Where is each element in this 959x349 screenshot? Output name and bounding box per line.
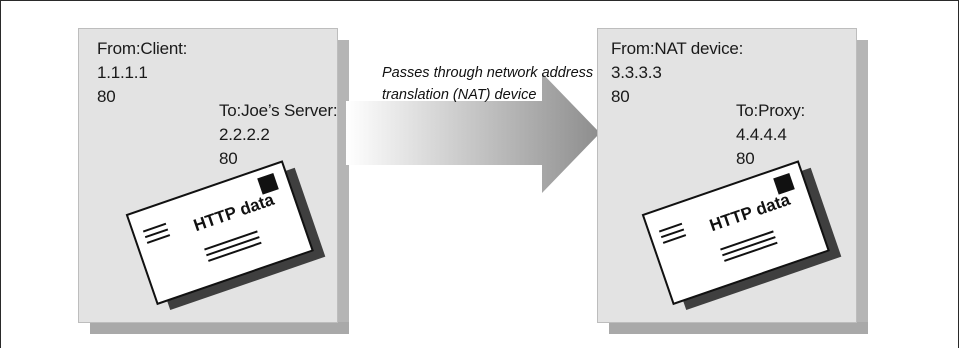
arrow-icon: [346, 73, 600, 193]
right-to-port: 80: [736, 149, 755, 168]
arrow-caption-line1: Passes through network address: [382, 65, 594, 81]
left-from-ip: 1.1.1.1: [97, 63, 148, 82]
right-to-ip: 4.4.4.4: [736, 125, 787, 144]
right-envelope-stamp: [773, 173, 795, 195]
left-envelope-address-lines: [204, 230, 262, 262]
right-from-ip: 3.3.3.3: [611, 63, 662, 82]
right-from-port: 80: [611, 87, 630, 106]
left-to-port: 80: [219, 149, 238, 168]
left-envelope-body: [125, 160, 314, 306]
right-packet-panel: From:NAT device: 3.3.3.3 80 To:Proxy: 4.…: [597, 28, 857, 323]
right-envelope-return-lines: [658, 222, 687, 244]
left-envelope-return-lines: [142, 222, 171, 244]
left-envelope-icon: HTTP data: [125, 160, 326, 311]
left-from-label: From:Client:: [97, 39, 188, 58]
right-packet-shadow-right: [856, 40, 868, 334]
left-to-ip: 2.2.2.2: [219, 125, 270, 144]
left-packet-shadow-bottom: [90, 322, 349, 334]
left-from-port: 80: [97, 87, 116, 106]
left-envelope-stamp: [257, 173, 279, 195]
right-from-label: From:NAT device:: [611, 39, 744, 58]
right-envelope-icon: HTTP data: [641, 160, 842, 311]
right-to-label: To:Proxy:: [736, 101, 806, 120]
right-envelope-body: [641, 160, 830, 306]
right-packet-shadow-bottom: [609, 322, 868, 334]
left-to-label: To:Joe’s Server:: [219, 101, 338, 120]
left-packet-panel: From:Client: 1.1.1.1 80 To:Joe’s Server:…: [78, 28, 338, 323]
right-envelope-address-lines: [720, 230, 778, 262]
arrow-caption-line2: translation (NAT) device: [382, 87, 537, 103]
